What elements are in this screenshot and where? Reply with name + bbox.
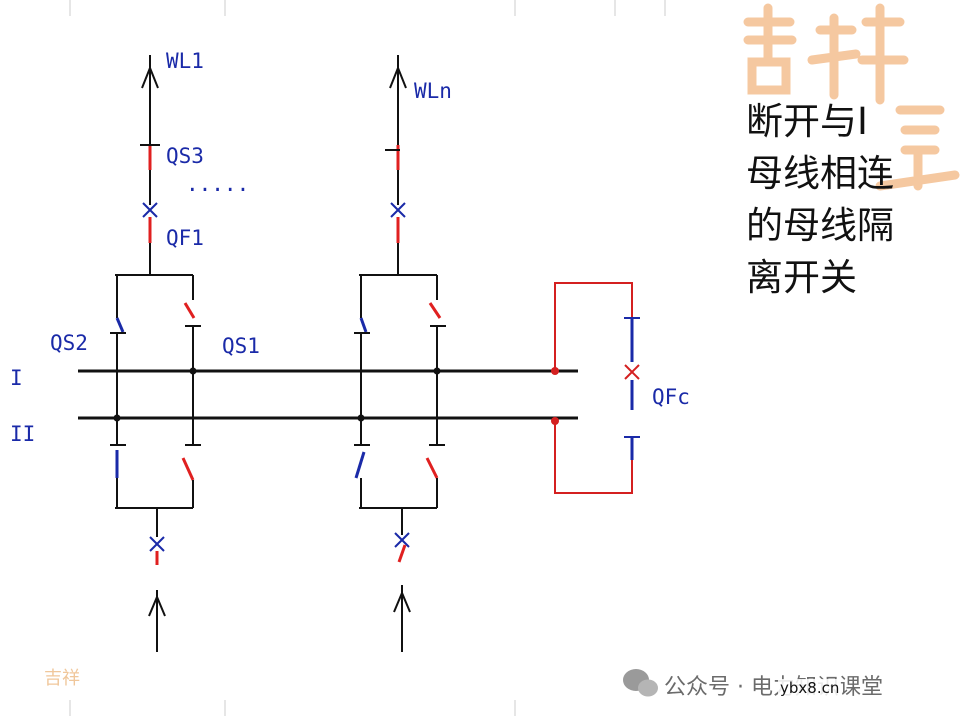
site-watermark: ybx8.cn (778, 679, 842, 697)
bus-tie-qfc (554, 282, 640, 494)
annotation-line: 的母线隔 (746, 204, 894, 247)
decorative-watermark (743, 3, 960, 191)
qf1-breaker-cross (142, 202, 158, 218)
label-bus-ii: II (10, 422, 35, 446)
busbars (78, 367, 578, 425)
label-qfc: QFc (652, 385, 690, 409)
label-dots: ..... (186, 172, 249, 196)
label-qf1: QF1 (166, 226, 204, 250)
label-qs1: QS1 (222, 334, 260, 358)
label-wl1: WL1 (166, 49, 204, 73)
incoming-breaker-cross (149, 536, 165, 552)
annotation-line: 断开与I (746, 100, 868, 143)
background-markers (69, 0, 666, 716)
label-wln: WLn (414, 79, 452, 103)
label-bus-i: I (10, 366, 23, 390)
annotation-line: 母线相连 (746, 152, 894, 195)
annotation-text: 断开与I 母线相连 的母线隔 离开关 (746, 96, 946, 304)
wechat-icon (623, 669, 658, 697)
account-watermark: 公众号 · 电力知识课堂 (664, 675, 883, 700)
annotation-line: 离开关 (746, 256, 857, 299)
qs1-lower (181, 457, 195, 481)
feeder-wl1 (110, 55, 201, 652)
label-qs2: QS2 (50, 331, 88, 355)
feeder-wln (354, 55, 446, 652)
qs1-upper (183, 302, 196, 319)
stamp-logo: 吉祥 (44, 668, 80, 689)
label-qs3: QS3 (166, 144, 204, 168)
qs2-upper (115, 317, 125, 333)
